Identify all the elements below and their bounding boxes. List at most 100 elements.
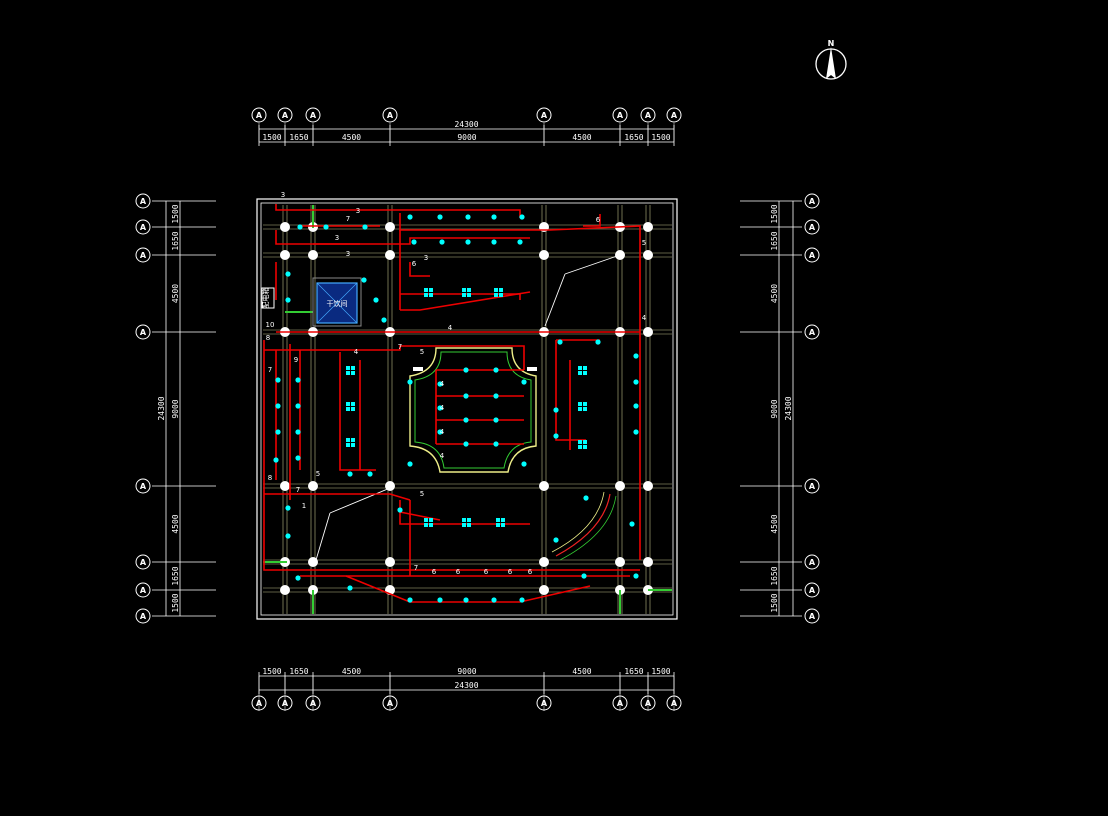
downlight [581,573,587,579]
downlight [407,461,413,467]
downlight [463,367,469,373]
downlight [493,417,499,423]
downlight [493,393,499,399]
building-outline [256,198,678,620]
downlight [595,339,601,345]
circuit-tag: 7 [398,343,402,351]
downlight [285,533,291,539]
downlight [633,403,639,409]
downlight [633,429,639,435]
downlight [347,471,353,477]
downlight [437,597,443,603]
room-label: 干饮间 [327,299,348,308]
column [539,585,549,595]
axis-bubble-label: A [140,586,147,595]
circuit-tag: 5 [316,470,320,478]
grille-light [346,366,355,375]
dim-segment-label: 1500 [651,133,670,142]
downlight [361,277,367,283]
axis-bubble [666,695,682,711]
grille-light-cell [583,402,587,406]
axis-bubble [382,107,398,123]
circuit-tag: 6 [456,568,461,576]
dim-segment-label: 1500 [770,204,779,223]
circuit-tag: 6 [484,568,489,576]
grille-light-cell [351,366,355,370]
axis-bubble [305,695,321,711]
axis-bubble [135,478,151,494]
axis-bubble-label: A [140,612,147,621]
column [643,222,653,232]
grille-light-cell [578,402,582,406]
axis-bubble-label: A [387,111,394,120]
downlight [517,239,523,245]
left-dimension-chain: AAAAAAAA15001650450090004500165015002430… [135,193,216,624]
grille-light-cell [462,523,466,527]
circuit-tag: 3 [424,254,428,262]
grille-light-cell [424,293,428,297]
column [643,327,653,337]
grille-light-cell [583,445,587,449]
axis-bubble [804,478,820,494]
grille-light-cell [583,371,587,375]
grille-light-cell [346,402,350,406]
dim-segment-label: 1500 [770,593,779,612]
axis-bubble-label: A [140,482,147,491]
dim-segment-label: 4500 [342,667,361,676]
dim-segment-label: 1500 [262,133,281,142]
downlight [297,224,303,230]
axis-bubble-label: A [645,699,652,708]
dim-total-label: 24300 [157,396,166,420]
axis-bubble-label: A [671,699,678,708]
circuit-tag: 3 [346,250,350,258]
column [308,481,318,491]
beam-grid [263,205,672,614]
grille-light-cell [494,293,498,297]
grille-light [578,440,587,449]
axis-bubble-label: A [282,699,289,708]
grille-light-cell [462,288,466,292]
dim-segment-label: 4500 [171,514,180,533]
dim-segment-label: 4500 [342,133,361,142]
circuit-tag: 8 [268,474,272,482]
downlight [367,471,373,477]
column [615,481,625,491]
circuit-tag: 6 [528,568,533,576]
grille-light-cell [346,407,350,411]
downlight [463,393,469,399]
grille-light-cell [496,518,500,522]
grille-light-cell [496,523,500,527]
circuit-tag: 7 [414,564,418,572]
dim-segment-label: 4500 [770,284,779,303]
dim-segment-label: 1650 [171,231,180,250]
column [643,481,653,491]
grille-light-cell [583,366,587,370]
downlight [439,239,445,245]
distribution-panel: 配电箱 [261,287,275,309]
grille-light-cell [501,523,505,527]
column [280,250,290,260]
downlight [583,495,589,501]
column [539,250,549,260]
circuit-tag: 3 [335,234,339,242]
downlight [463,417,469,423]
downlight [519,597,525,603]
axis-bubble [640,695,656,711]
north-label: N [828,39,835,48]
downlight [633,379,639,385]
grille-light-cell [351,371,355,375]
circuit-tag: 10 [266,321,275,329]
downlight [295,429,301,435]
axis-bubble [305,107,321,123]
column [385,557,395,567]
circuit-tag: 6 [432,568,437,576]
downlight [323,224,329,230]
downlight [285,505,291,511]
axis-bubble [135,554,151,570]
downlight [407,597,413,603]
axis-bubble [804,247,820,263]
dim-segment-label: 9000 [457,667,476,676]
downlight [463,441,469,447]
circuit-tag: 4 [642,314,647,322]
